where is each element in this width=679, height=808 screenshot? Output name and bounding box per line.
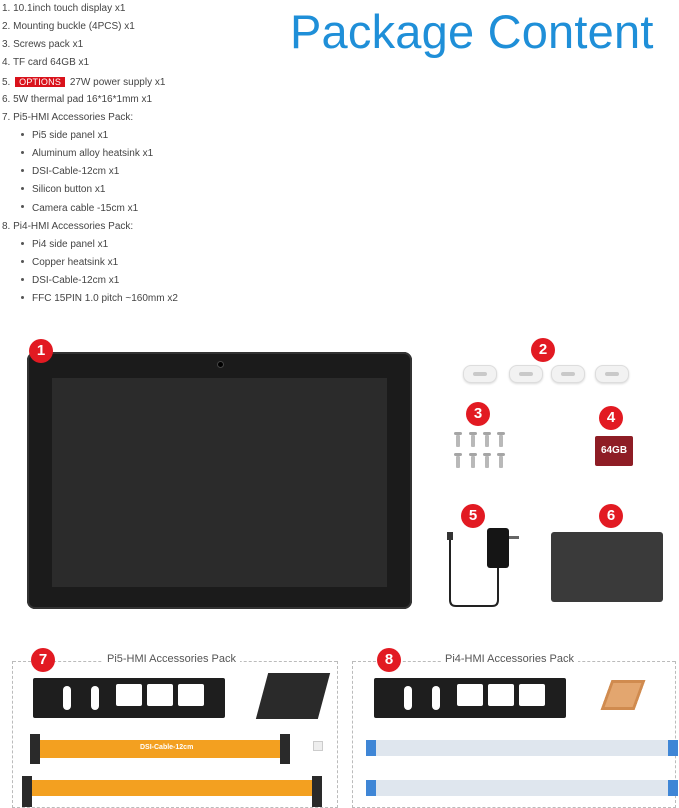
silicon-button-image — [313, 741, 323, 751]
bullet-icon — [21, 132, 24, 136]
screw-icon — [469, 432, 477, 447]
screw-icon — [497, 432, 505, 447]
aluminum-heatsink-image — [255, 673, 331, 719]
bullet-icon — [21, 205, 24, 209]
list-item: 1. 10.1inch touch display x1 — [2, 3, 126, 14]
sub-list-item: Pi4 side panel x1 — [2, 236, 178, 254]
port-cutout — [63, 686, 71, 710]
package-content-list: 1. 10.1inch touch display x1 2. Mounting… — [2, 0, 178, 308]
pack-label: Pi4-HMI Accessories Pack — [441, 653, 578, 665]
sub-list-item: Aluminum alloy heatsink x1 — [2, 145, 178, 163]
cable-label: DSI-Cable-12cm — [140, 744, 194, 751]
adapter-prong-icon — [509, 536, 519, 539]
screw-icon — [454, 432, 462, 447]
port-cutout — [519, 684, 545, 706]
camera-icon — [217, 361, 224, 368]
screw-icon — [469, 453, 477, 468]
pi4-side-panel-image — [374, 678, 566, 718]
list-item: 5. OPTIONS 27W power supply x1 — [2, 73, 178, 91]
thermal-pad-image — [551, 532, 663, 602]
bullet-icon — [21, 169, 24, 173]
screw-icon — [483, 453, 491, 468]
item-number-badge: 4 — [599, 406, 623, 430]
pi5-side-panel-image — [33, 678, 225, 718]
cable-connector — [22, 776, 32, 807]
options-badge: OPTIONS — [15, 76, 66, 87]
port-cutout — [147, 684, 173, 706]
item-number-badge: 5 — [461, 504, 485, 528]
item-number-badge: 6 — [599, 504, 623, 528]
port-cutout — [404, 686, 412, 710]
list-item: 7. Pi5-HMI Accessories Pack: — [2, 111, 134, 123]
list-item: 8. Pi4-HMI Accessories Pack: — [2, 220, 134, 232]
sub-list-item: Camera cable -15cm x1 — [2, 200, 178, 218]
sub-list-item: Silicon button x1 — [2, 181, 178, 199]
pi5-accessories-pack: Pi5-HMI Accessories Pack — [12, 653, 338, 808]
port-cutout — [178, 684, 204, 706]
power-cable-icon — [447, 532, 499, 607]
port-cutout — [457, 684, 483, 706]
port-cutout — [488, 684, 514, 706]
buckle-icon — [509, 365, 543, 383]
port-cutout — [116, 684, 142, 706]
camera-cable-image — [32, 780, 312, 796]
item-number-badge: 8 — [377, 648, 401, 672]
port-cutout — [432, 686, 440, 710]
cable-connector — [312, 776, 322, 807]
sub-list-item: Copper heatsink x1 — [2, 254, 178, 272]
item-number-badge: 2 — [531, 338, 555, 362]
display-screen — [52, 378, 387, 587]
item-number-badge: 7 — [31, 648, 55, 672]
sub-list-item: DSI-Cable-12cm x1 — [2, 272, 178, 290]
bullet-icon — [21, 277, 24, 281]
page-title: Package Content — [290, 5, 654, 58]
item-number-badge: 3 — [466, 402, 490, 426]
screw-icon — [497, 453, 505, 468]
sub-list-item: DSI-Cable-12cm x1 — [2, 163, 178, 181]
dsi-cable-image: DSI-Cable-12cm — [40, 740, 280, 758]
touch-display-image — [27, 352, 412, 609]
cable-connector — [30, 734, 40, 764]
port-cutout — [91, 686, 99, 710]
list-item: 4. TF card 64GB x1 — [2, 57, 90, 69]
screw-icon — [454, 453, 462, 468]
list-item-number: 5. — [2, 76, 11, 88]
bullet-icon — [21, 150, 24, 154]
screw-icon — [483, 432, 491, 447]
tf-card-image: 64GB — [595, 436, 633, 466]
power-adapter-image — [487, 528, 509, 568]
bullet-icon — [21, 259, 24, 263]
list-item: 3. Screws pack x1 — [2, 39, 84, 51]
bullet-icon — [21, 241, 24, 245]
list-item: 2. Mounting buckle (4PCS) x1 — [2, 21, 135, 33]
buckle-icon — [463, 365, 497, 383]
sub-list-item: Pi5 side panel x1 — [2, 127, 178, 145]
buckle-icon — [595, 365, 629, 383]
sub-list-item: FFC 15PIN 1.0 pitch ~160mm x2 — [2, 290, 178, 308]
buckle-icon — [551, 365, 585, 383]
list-item: 6. 5W thermal pad 16*16*1mm x1 — [2, 93, 153, 105]
ffc-cable-image — [366, 740, 678, 756]
bullet-icon — [21, 187, 24, 191]
pack-label: Pi5-HMI Accessories Pack — [103, 653, 240, 665]
list-item-text: 27W power supply x1 — [69, 76, 166, 88]
ffc-cable-image — [366, 780, 678, 796]
cable-connector — [280, 734, 290, 764]
bullet-icon — [21, 296, 24, 300]
item-number-badge: 1 — [29, 339, 53, 363]
